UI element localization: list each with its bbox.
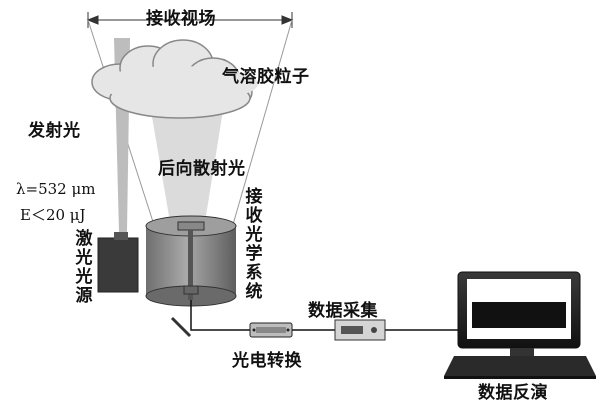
photodetector-icon [249, 322, 293, 338]
data-inversion-label: 数据反演 [478, 383, 548, 403]
receiving-optics-label: 接收光学系统 [245, 187, 263, 302]
backscatter-cone [150, 98, 225, 222]
aerosol-label: 气溶胶粒子 [222, 67, 310, 87]
wavelength-label: λ=532 μm [16, 180, 96, 198]
data-acquisition-label: 数据采集 [308, 301, 378, 321]
connection-lines [190, 300, 460, 331]
field-of-view-arrow [86, 12, 294, 28]
energy-label: E＜20 μJ [20, 206, 86, 224]
computer-monitor-icon [444, 271, 596, 379]
cylinder-telescope-icon [145, 215, 237, 307]
laser-box-icon [97, 232, 139, 293]
emitted-light-label: 发射光 [28, 121, 81, 141]
laser-source-label: 激光光源 [75, 229, 93, 306]
daq-box-icon [334, 319, 386, 341]
photoelectric-label: 光电转换 [232, 351, 302, 371]
field-of-view-label: 接收视场 [146, 9, 216, 29]
backscatter-label: 后向散射光 [158, 159, 246, 179]
mirror-icon [170, 316, 192, 338]
